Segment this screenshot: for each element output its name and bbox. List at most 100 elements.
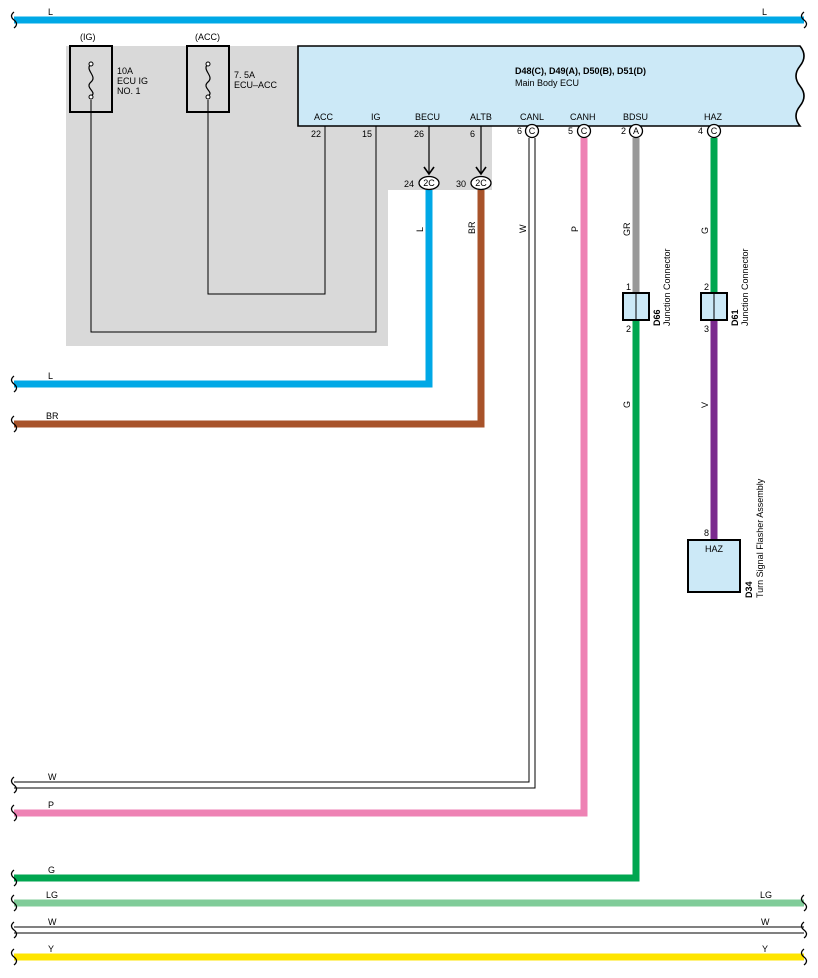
jc-2c-30-label: 2C [475, 178, 487, 188]
bus-lg-break-left [10, 894, 18, 912]
junction-connector-d61: 2 3 D61 Junction Connector [700, 248, 750, 334]
pin-label-canl: CANL [520, 112, 544, 122]
flasher-name: Turn Signal Flasher Assembly [755, 478, 765, 598]
left-bus-label-w: W [48, 772, 57, 782]
bus-y-left-label: Y [48, 944, 54, 954]
break-mark-w [10, 776, 18, 794]
internal-wires [90, 100, 377, 333]
d66-pin-out: 2 [626, 324, 631, 334]
fuse-acc-tag: (ACC) [195, 32, 220, 42]
flasher-code: D34 [744, 581, 754, 598]
fuse-ig-symbol [88, 63, 94, 97]
bus-y-break-left [10, 948, 18, 966]
break-mark-g [10, 869, 18, 887]
bus-w-break-left [10, 921, 18, 939]
shaded-region [66, 46, 492, 346]
label-altb-wire: BR [467, 221, 477, 234]
wire-canh-p [14, 138, 588, 817]
bus-y-right-label: Y [762, 944, 768, 954]
wire-acc [207, 100, 326, 295]
left-bus-label-g: G [48, 865, 55, 875]
left-bus-ends: L BR W P G [10, 371, 59, 887]
break-mark-l [10, 375, 18, 393]
jc-2c-24-num: 24 [404, 179, 414, 189]
pin-label-canh: CANH [570, 112, 596, 122]
wire-canl-w [14, 138, 535, 788]
pin-label-ig: IG [371, 112, 381, 122]
wire-bdsu-g [14, 318, 640, 882]
junction-connector-d66: 1 2 D66 Junction Connector [622, 248, 672, 334]
label-bdsu-upper-wire: GR [622, 222, 632, 236]
haz-conn-letter: C [711, 126, 718, 136]
canl-conn-circle [524, 123, 540, 139]
left-bus-label-p: P [48, 800, 54, 810]
fuse-acc-terminal-bottom [205, 94, 211, 100]
top-bus-right-label: L [762, 7, 767, 17]
d61-pin-out: 3 [704, 324, 709, 334]
top-bus-left-label: L [48, 7, 53, 17]
wire-color-labels: L BR W P GR G G V [415, 221, 710, 408]
break-mark-left [10, 11, 18, 29]
d61-code: D61 [730, 309, 740, 326]
pin-num-bdsu: 2 [621, 126, 626, 136]
pin-num-canh: 5 [568, 126, 573, 136]
wire-becu-l [14, 190, 433, 388]
d61-pin-in: 2 [704, 282, 709, 292]
bus-lg-left-label: LG [46, 890, 58, 900]
fuse-ig-tag: (IG) [80, 32, 96, 42]
top-bus: L L [10, 7, 808, 29]
pin-label-bdsu: BDSU [623, 112, 648, 122]
flasher-pin: 8 [704, 528, 709, 538]
label-haz-upper-wire: G [700, 227, 710, 234]
label-haz-lower-wire: V [700, 402, 710, 408]
d66-code: D66 [652, 309, 662, 326]
ecu-name: Main Body ECU [515, 78, 579, 88]
signal-wires [14, 138, 718, 882]
ecu-connectors: D48(C), D49(A), D50(B), D51(D) [515, 66, 646, 76]
fuse-ig-terminal-top [88, 61, 94, 67]
pin-label-becu: BECU [415, 112, 440, 122]
fuse-acc-rating: 7. 5A [234, 70, 255, 80]
pin-num-becu: 26 [414, 129, 424, 139]
pin-num-acc: 22 [311, 129, 321, 139]
jc-2c-24-label: 2C [423, 178, 435, 188]
bus-y-break-right [800, 948, 808, 966]
altb-arrow [475, 166, 487, 176]
d61-name: Junction Connector [740, 248, 750, 326]
bdsu-conn-circle [628, 123, 644, 139]
pin-num-ig: 15 [362, 129, 372, 139]
bottom-buses: LG LG W W Y Y [10, 890, 808, 966]
pin-label-acc: ACC [314, 112, 334, 122]
label-bdsu-lower-wire: G [622, 401, 632, 408]
bdsu-conn-letter: A [633, 126, 639, 136]
bus-w-break-right [800, 921, 808, 939]
fuse-ig-rating: 10A [117, 66, 133, 76]
pin-num-canl: 6 [517, 126, 522, 136]
turn-signal-flasher: 8 HAZ D34 Turn Signal Flasher Assembly [687, 478, 765, 598]
break-mark-right [800, 11, 808, 29]
canl-conn-letter: C [529, 126, 536, 136]
ecu-box [297, 45, 805, 127]
label-becu-wire: L [415, 227, 425, 232]
wire-altb-br [14, 190, 485, 428]
fuse-acc-name-1: ECU–ACC [234, 80, 278, 90]
bus-w-right-label: W [761, 917, 770, 927]
pin-label-haz: HAZ [704, 112, 723, 122]
bus-lg-break-right [800, 894, 808, 912]
left-bus-label-l: L [48, 371, 53, 381]
fuse-ig-terminal-bottom [88, 94, 94, 100]
jc-2c-24-oval [418, 175, 440, 191]
fuse-acc-symbol [205, 63, 211, 97]
wire-ig [90, 100, 377, 333]
haz-conn-circle [706, 123, 722, 139]
flasher-label: HAZ [705, 544, 724, 554]
jc-2c-30-oval [470, 175, 492, 191]
label-canh-wire: P [570, 226, 580, 232]
break-mark-p [10, 804, 18, 822]
flasher-box [687, 539, 741, 593]
bus-w-left-label: W [48, 917, 57, 927]
ecu-pin-connectors: C C A C [524, 123, 722, 139]
pin-num-altb: 6 [470, 129, 475, 139]
